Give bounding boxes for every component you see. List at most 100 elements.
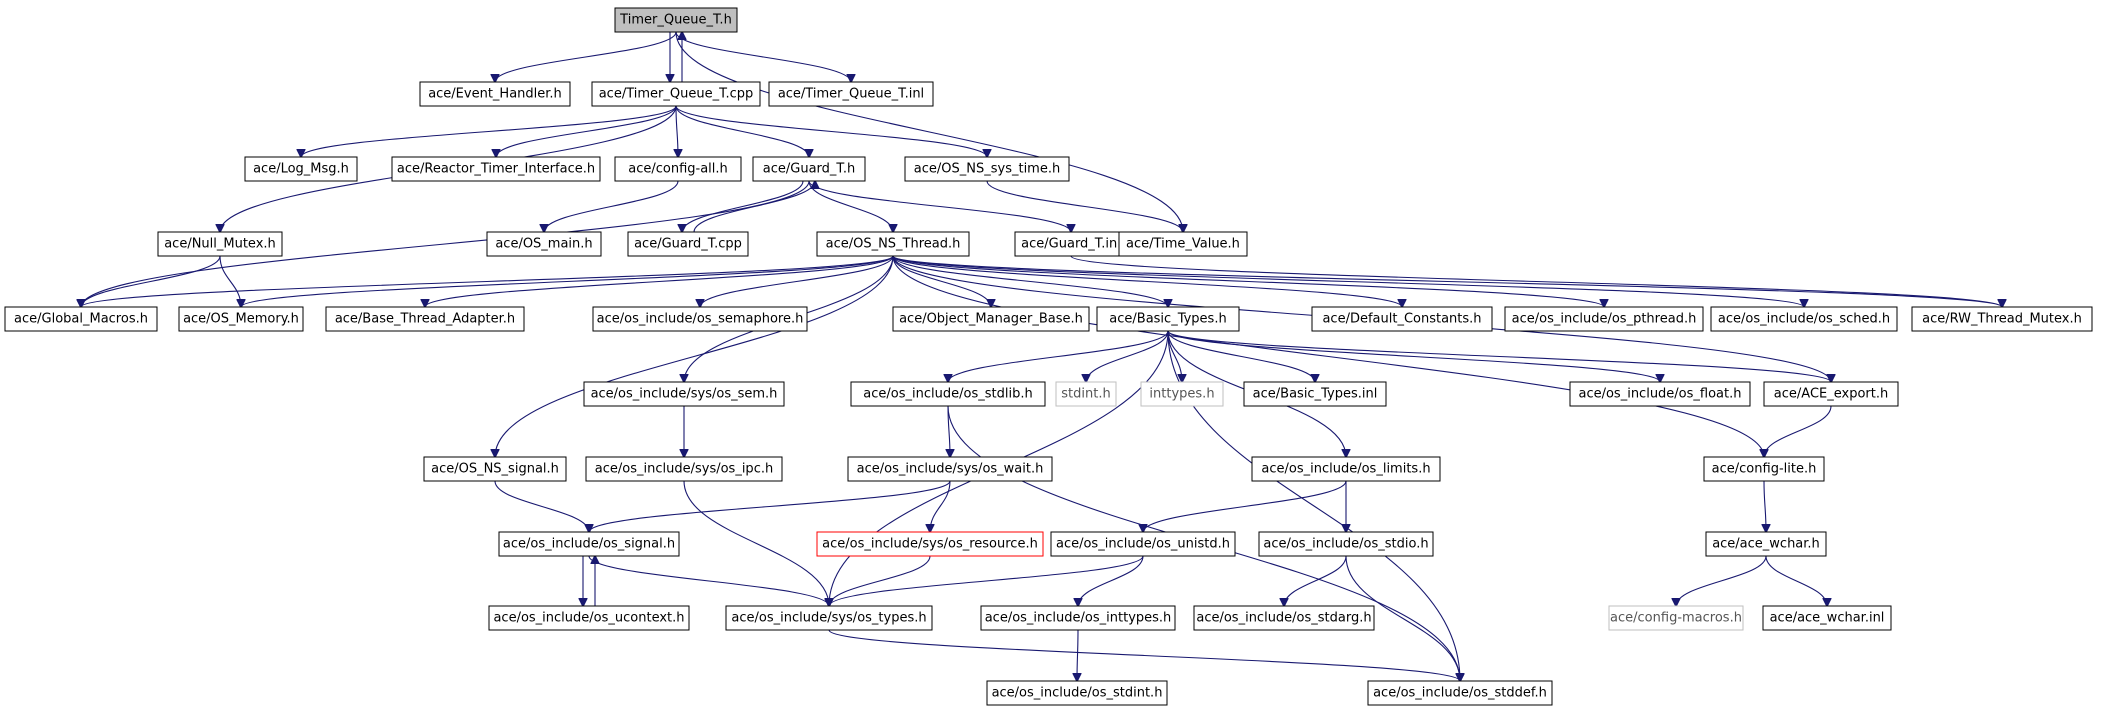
node-os-memory-h[interactable]: ace/OS_Memory.h — [178, 306, 304, 332]
node-os-signal-h[interactable]: ace/os_include/os_signal.h — [498, 531, 680, 557]
edge-basic-types-h-to-os-float-h — [1167, 330, 1660, 382]
node-os-stdio-h[interactable]: ace/os_include/os_stdio.h — [1258, 531, 1434, 557]
node-os-ns-signal-h[interactable]: ace/OS_NS_signal.h — [423, 456, 567, 482]
node-label: ace/os_include/os_stdint.h — [992, 686, 1163, 701]
node-os-ucontext-h[interactable]: ace/os_include/os_ucontext.h — [488, 605, 690, 631]
node-box — [1705, 531, 1827, 557]
node-box — [627, 231, 749, 257]
node-basic-types-inl[interactable]: ace/Basic_Types.inl — [1243, 381, 1387, 407]
edge-os-ns-thread-h-to-os-semaphore-h — [700, 255, 894, 307]
node-box — [850, 381, 1046, 407]
node-sys-os-wait-h[interactable]: ace/os_include/sys/os_wait.h — [847, 456, 1053, 482]
node-ace-wchar-inl[interactable]: ace/ace_wchar.inl — [1762, 605, 1892, 631]
node-os-limits-h[interactable]: ace/os_include/os_limits.h — [1251, 456, 1441, 482]
node-os-pthread-h[interactable]: ace/os_include/os_pthread.h — [1504, 306, 1704, 332]
edge-os-limits-h-to-os-unistd-h — [1143, 480, 1347, 532]
node-os-stdarg-h[interactable]: ace/os_include/os_stdarg.h — [1193, 605, 1375, 631]
node-sys-os-ipc-h[interactable]: ace/os_include/sys/os_ipc.h — [585, 456, 783, 482]
node-os-ns-thread-h[interactable]: ace/OS_NS_Thread.h — [816, 231, 970, 257]
edge-timer-queue-t-h-to-time-value-h — [675, 31, 1183, 232]
node-box — [1055, 381, 1117, 407]
node-os-unistd-h[interactable]: ace/os_include/os_unistd.h — [1050, 531, 1236, 557]
node-box — [847, 456, 1053, 482]
node-box — [498, 531, 680, 557]
node-label: ace/os_include/os_inttypes.h — [985, 611, 1172, 626]
node-os-sched-h[interactable]: ace/os_include/os_sched.h — [1710, 306, 1898, 332]
node-box — [1118, 231, 1248, 257]
node-time-value-h[interactable]: ace/Time_Value.h — [1118, 231, 1248, 257]
node-sys-os-types-h[interactable]: ace/os_include/sys/os_types.h — [725, 605, 933, 631]
node-box — [1911, 306, 2093, 332]
edge-timer-queue-t-cpp-to-log-msg-h — [301, 105, 677, 157]
node-label: ace/Guard_T.h — [763, 162, 855, 177]
node-box — [419, 81, 571, 107]
edge-basic-types-h-to-os-stdlib-h — [948, 330, 1169, 382]
node-base-thread-adapter-h[interactable]: ace/Base_Thread_Adapter.h — [325, 306, 525, 332]
node-label: ace/Reactor_Timer_Interface.h — [397, 162, 595, 177]
node-box — [486, 231, 602, 257]
edge-os-stdio-h-to-os-stdarg-h — [1284, 555, 1347, 606]
node-log-msg-h[interactable]: ace/Log_Msg.h — [244, 156, 358, 182]
node-label: Timer_Queue_T.h — [619, 13, 732, 28]
edge-timer-queue-t-h-to-timer-queue-t-inl — [675, 31, 851, 82]
node-box — [1096, 306, 1240, 332]
node-os-stdint-h[interactable]: ace/os_include/os_stdint.h — [986, 680, 1168, 706]
edge-basic-types-h-to-basic-types-inl — [1167, 330, 1315, 382]
node-event-handler-h[interactable]: ace/Event_Handler.h — [419, 81, 571, 107]
node-box — [1243, 381, 1387, 407]
node-global-macros-h[interactable]: ace/Global_Macros.h — [4, 306, 158, 332]
node-config-all-h[interactable]: ace/config-all.h — [614, 156, 742, 182]
node-box — [585, 456, 783, 482]
node-config-lite-h[interactable]: ace/config-lite.h — [1703, 456, 1825, 482]
node-guard-t-inl[interactable]: ace/Guard_T.inl — [1014, 231, 1128, 257]
node-label: ace/os_include/sys/os_wait.h — [857, 462, 1044, 477]
node-stdint-h[interactable]: stdint.h — [1055, 381, 1117, 407]
node-timer-queue-t-inl[interactable]: ace/Timer_Queue_T.inl — [768, 81, 934, 107]
node-ace-export-h[interactable]: ace/ACE_export.h — [1763, 381, 1899, 407]
node-timer-queue-t-h[interactable]: Timer_Queue_T.h — [614, 7, 738, 33]
node-label: ace/Base_Thread_Adapter.h — [335, 312, 515, 327]
node-label: ace/Timer_Queue_T.inl — [778, 87, 924, 102]
edge-os-ns-thread-h-to-config-lite-h — [892, 255, 1764, 457]
edge-sys-os-ipc-h-to-sys-os-types-h — [683, 480, 829, 606]
node-sys-os-sem-h[interactable]: ace/os_include/sys/os_sem.h — [583, 381, 785, 407]
node-label: ace/OS_NS_signal.h — [431, 462, 559, 477]
edge-layer — [81, 32, 2002, 681]
node-null-mutex-h[interactable]: ace/Null_Mutex.h — [157, 231, 283, 257]
node-config-macros-h[interactable]: ace/config-macros.h — [1608, 605, 1744, 631]
edge-basic-types-h-to-stdint-h — [1086, 330, 1169, 382]
node-box — [892, 306, 1090, 332]
node-rw-thread-mutex-h[interactable]: ace/RW_Thread_Mutex.h — [1911, 306, 2093, 332]
node-os-semaphore-h[interactable]: ace/os_include/os_semaphore.h — [592, 306, 808, 332]
node-box — [4, 306, 158, 332]
node-os-float-h[interactable]: ace/os_include/os_float.h — [1569, 381, 1751, 407]
edge-os-inttypes-h-to-os-stdint-h — [1077, 629, 1078, 681]
node-label: ace/Timer_Queue_T.cpp — [599, 87, 754, 102]
node-box — [816, 231, 970, 257]
node-guard-t-cpp[interactable]: ace/Guard_T.cpp — [627, 231, 749, 257]
node-os-stddef-h[interactable]: ace/os_include/os_stddef.h — [1367, 680, 1553, 706]
node-os-ns-sys-time-h[interactable]: ace/OS_NS_sys_time.h — [904, 156, 1070, 182]
node-box — [157, 231, 283, 257]
node-box — [423, 456, 567, 482]
node-box — [1569, 381, 1751, 407]
node-box — [1251, 456, 1441, 482]
node-default-constants-h[interactable]: ace/Default_Constants.h — [1311, 306, 1493, 332]
edge-os-unistd-h-to-sys-os-types-h — [829, 555, 1144, 606]
node-inttypes-h[interactable]: inttypes.h — [1140, 381, 1224, 407]
node-os-main-h[interactable]: ace/OS_main.h — [486, 231, 602, 257]
node-ace-wchar-h[interactable]: ace/ace_wchar.h — [1705, 531, 1827, 557]
edge-os-ns-signal-h-to-os-signal-h — [494, 480, 589, 532]
node-label: ace/Guard_T.cpp — [634, 237, 742, 252]
node-label: ace/os_include/os_unistd.h — [1056, 537, 1230, 552]
node-os-stdlib-h[interactable]: ace/os_include/os_stdlib.h — [850, 381, 1046, 407]
node-sys-os-resource-h[interactable]: ace/os_include/sys/os_resource.h — [816, 531, 1044, 557]
node-reactor-timer-interface-h[interactable]: ace/Reactor_Timer_Interface.h — [391, 156, 601, 182]
node-os-inttypes-h[interactable]: ace/os_include/os_inttypes.h — [980, 605, 1176, 631]
node-guard-t-h[interactable]: ace/Guard_T.h — [752, 156, 866, 182]
node-object-manager-base-h[interactable]: ace/Object_Manager_Base.h — [892, 306, 1090, 332]
node-label: ace/os_include/os_sched.h — [1718, 312, 1890, 327]
node-timer-queue-t-cpp[interactable]: ace/Timer_Queue_T.cpp — [591, 81, 761, 107]
node-basic-types-h[interactable]: ace/Basic_Types.h — [1096, 306, 1240, 332]
